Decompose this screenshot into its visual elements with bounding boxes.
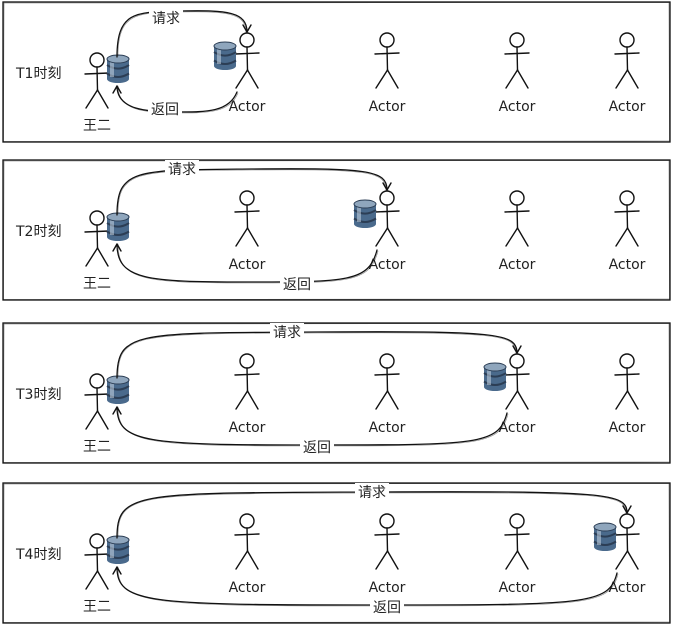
actor-figure-icon [504,513,530,570]
time-label: T1时刻 [15,66,61,82]
actor-figure-icon [374,353,400,410]
request-label: 请求 [152,11,180,27]
actor-figure-icon [234,32,260,89]
person-label: 王二 [83,439,111,455]
panel-frame [2,322,671,464]
time-label: T2时刻 [15,224,61,240]
panel-frame [2,482,671,624]
response-label: 返回 [303,440,331,456]
database-icon [106,212,130,241]
time-label: T3时刻 [15,387,61,403]
database-icon [593,522,617,551]
request-label: 请求 [273,325,301,341]
actor-label: Actor [499,580,536,596]
actor-figure-icon [504,353,530,410]
database-icon [106,54,130,83]
response-label: 返回 [373,600,401,616]
actor-figure-icon [614,190,640,247]
actor-figure-icon [234,190,260,247]
actor-figure-icon [374,190,400,247]
response-label: 返回 [151,102,179,118]
actor-figure-icon [614,32,640,89]
arrow-head-icon [112,406,122,415]
actor-label: Actor [499,257,536,273]
person-figure-icon [84,210,110,267]
actor-label: Actor [609,580,646,596]
actor-label: Actor [609,99,646,115]
actor-figure-icon [614,353,640,410]
arrow-head-icon [112,85,122,94]
actor-figure-icon [374,513,400,570]
actor-label: Actor [229,580,266,596]
actor-label: Actor [369,580,406,596]
actor-figure-icon [374,32,400,89]
person-label: 王二 [83,118,111,134]
arrow-head-icon [112,566,122,575]
actor-figure-icon [504,190,530,247]
actor-label: Actor [229,99,266,115]
arrow-head-icon [622,505,632,514]
actor-figure-icon [504,32,530,89]
actor-label: Actor [369,257,406,273]
arrow-head-icon [512,345,522,354]
database-icon [106,375,130,404]
arrow-head-icon [382,182,392,191]
time-label: T4时刻 [15,547,61,563]
person-figure-icon [84,373,110,430]
database-icon [106,535,130,564]
person-label: 王二 [83,276,111,292]
panel-frame [2,1,671,143]
panel-frame [2,159,671,301]
actor-figure-icon [234,353,260,410]
arrow-head-icon [112,243,122,252]
request-arrow [116,331,518,379]
request-label: 请求 [168,162,196,178]
request-label: 请求 [358,485,386,501]
actor-figure-icon [234,513,260,570]
database-icon [213,41,237,70]
response-arrow [116,566,618,606]
actor-label: Actor [609,257,646,273]
actor-figure-icon [614,513,640,570]
database-icon [353,199,377,228]
arrow-head-icon [242,24,252,33]
actor-label: Actor [229,420,266,436]
actor-label: Actor [499,99,536,115]
database-icon [483,362,507,391]
actor-label: Actor [609,420,646,436]
person-figure-icon [84,533,110,590]
actor-label: Actor [369,420,406,436]
request-arrow [116,168,388,216]
person-figure-icon [84,52,110,109]
actor-label: Actor [499,420,536,436]
person-label: 王二 [83,599,111,615]
response-label: 返回 [283,277,311,293]
actor-label: Actor [229,257,266,273]
actor-label: Actor [369,99,406,115]
